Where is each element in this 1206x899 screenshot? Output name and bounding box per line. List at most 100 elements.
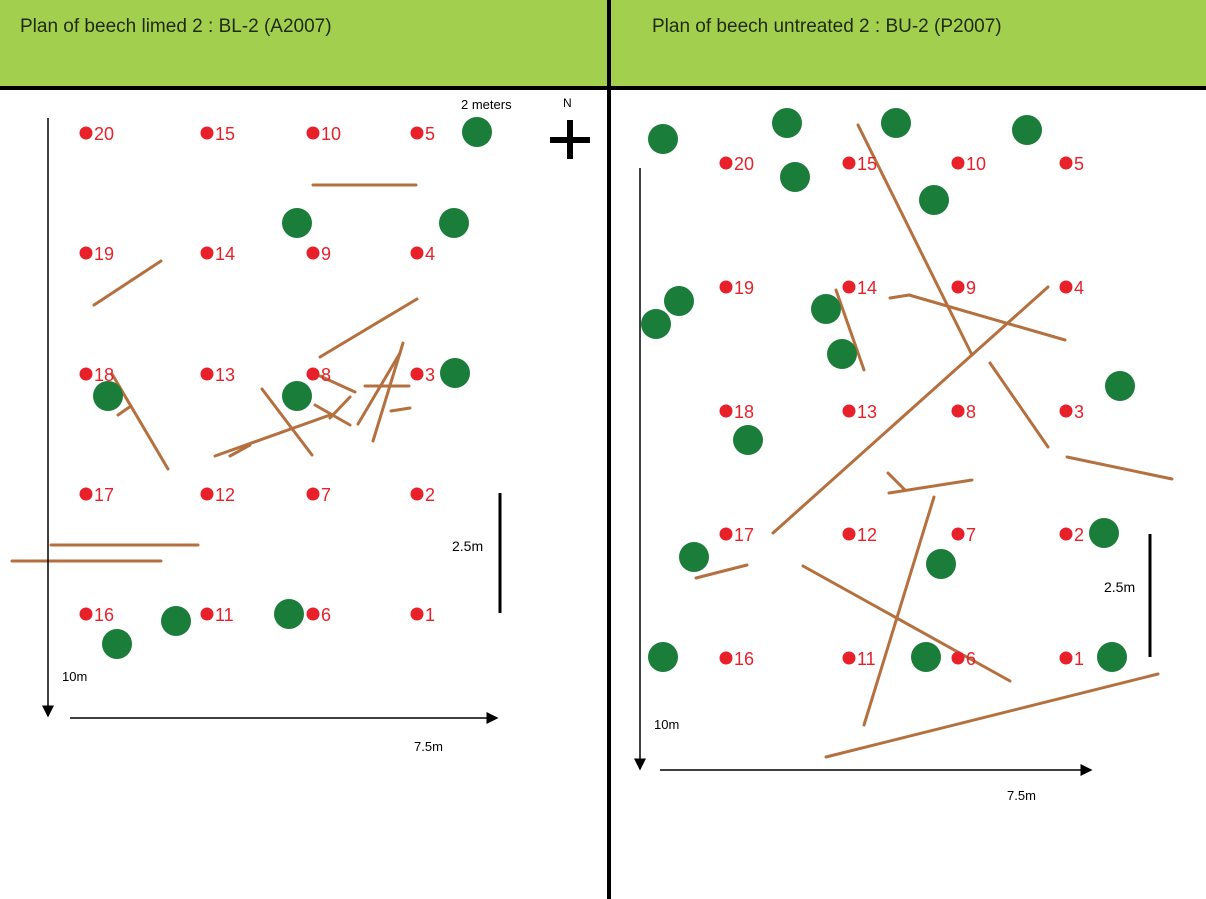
sample-point-dot xyxy=(1059,651,1073,665)
sample-point-dot xyxy=(410,246,424,260)
sample-point-dot xyxy=(951,527,965,541)
north-cross-icon xyxy=(550,120,590,159)
tree-marker xyxy=(274,599,304,629)
sample-point-dot xyxy=(842,404,856,418)
right-panel-title: Plan of beech untreated 2 : BU-2 (P2007) xyxy=(652,16,1002,37)
tree-marker xyxy=(93,381,123,411)
fallen-branch xyxy=(988,361,1050,449)
fallen-branch xyxy=(389,406,412,413)
sample-point-label: 8 xyxy=(321,365,331,385)
sample-point-dot xyxy=(79,487,93,501)
sample-point-label: 3 xyxy=(1074,402,1084,422)
sample-point-label: 15 xyxy=(857,154,877,174)
sample-point-dot xyxy=(306,487,320,501)
x-axis-label: 7.5m xyxy=(414,739,443,754)
sample-point-label: 9 xyxy=(966,278,976,298)
tree-marker xyxy=(733,425,763,455)
tree-marker xyxy=(440,358,470,388)
sample-point-label: 16 xyxy=(734,649,754,669)
sample-point-label: 13 xyxy=(215,365,235,385)
tree-marker xyxy=(648,642,678,672)
tree-marker xyxy=(919,185,949,215)
sample-point-dot xyxy=(1059,404,1073,418)
tree-marker xyxy=(1105,371,1135,401)
sample-point-label: 18 xyxy=(94,365,114,385)
sample-point-dot xyxy=(842,651,856,665)
tree-marker xyxy=(648,124,678,154)
sample-point-dot xyxy=(1059,280,1073,294)
y-axis-label: 10m xyxy=(654,717,679,732)
sample-point-label: 16 xyxy=(94,605,114,625)
sample-point-label: 12 xyxy=(215,485,235,505)
sample-point-dot xyxy=(951,156,965,170)
sample-point-dot xyxy=(200,607,214,621)
sample-point-label: 1 xyxy=(1074,649,1084,669)
scale-2m-label: 2 meters xyxy=(461,97,512,112)
sample-point-label: 11 xyxy=(857,649,876,669)
sample-point-label: 8 xyxy=(966,402,976,422)
fallen-branch xyxy=(856,123,974,357)
header-divider xyxy=(0,86,1206,90)
tree-marker xyxy=(811,294,841,324)
sample-point-label: 2 xyxy=(425,485,435,505)
sample-point-label: 15 xyxy=(215,124,235,144)
sample-point-dot xyxy=(79,607,93,621)
fallen-branch xyxy=(116,404,133,417)
sample-point-label: 4 xyxy=(425,244,435,264)
sample-point-dot xyxy=(410,367,424,381)
fallen-branch xyxy=(328,395,352,420)
sample-point-dot xyxy=(410,607,424,621)
sample-point-dot xyxy=(719,527,733,541)
sample-point-dot xyxy=(951,280,965,294)
fallen-branch xyxy=(213,413,332,458)
fallen-branch xyxy=(824,672,1160,759)
sample-point-dot xyxy=(951,651,965,665)
sample-point-label: 3 xyxy=(425,365,435,385)
sample-point-dot xyxy=(200,367,214,381)
sample-point-label: 10 xyxy=(966,154,986,174)
scale-bar-label: 2.5m xyxy=(1104,579,1135,595)
fallen-branch xyxy=(260,387,314,457)
sample-point-dot xyxy=(719,156,733,170)
fallen-branch xyxy=(887,478,974,495)
sample-point-dot xyxy=(79,367,93,381)
fallen-branch xyxy=(92,259,163,307)
fallen-branch xyxy=(971,285,1050,356)
sample-point-label: 9 xyxy=(321,244,331,264)
tree-marker xyxy=(827,339,857,369)
sample-point-dot xyxy=(410,487,424,501)
sample-point-label: 2 xyxy=(1074,525,1084,545)
fallen-branch xyxy=(1065,455,1174,481)
scale-bar-label: 2.5m xyxy=(452,538,483,554)
tree-marker xyxy=(282,381,312,411)
sample-point-dot xyxy=(842,156,856,170)
sample-point-label: 4 xyxy=(1074,278,1084,298)
tree-marker xyxy=(1097,642,1127,672)
tree-marker xyxy=(282,208,312,238)
y-axis-label: 10m xyxy=(62,669,87,684)
fallen-branch xyxy=(834,288,866,372)
tree-marker xyxy=(462,117,492,147)
sample-point-dot xyxy=(306,367,320,381)
fallen-branch xyxy=(228,443,252,458)
sample-point-label: 18 xyxy=(734,402,754,422)
sample-point-label: 5 xyxy=(425,124,435,144)
fallen-branch xyxy=(862,495,936,727)
sample-point-dot xyxy=(951,404,965,418)
x-axis-label: 7.5m xyxy=(1007,788,1036,803)
header-band xyxy=(0,0,1206,86)
tree-marker xyxy=(439,208,469,238)
sample-point-label: 7 xyxy=(321,485,331,505)
fallen-branch xyxy=(888,293,911,300)
sample-point-label: 17 xyxy=(94,485,114,505)
fallen-branch xyxy=(371,341,405,443)
sample-point-dot xyxy=(842,527,856,541)
sample-point-dot xyxy=(719,280,733,294)
sample-point-label: 6 xyxy=(966,649,976,669)
sample-point-dot xyxy=(719,404,733,418)
sample-point-dot xyxy=(306,126,320,140)
sample-point-dot xyxy=(1059,156,1073,170)
sample-point-dot xyxy=(719,651,733,665)
fallen-branch xyxy=(318,297,419,359)
